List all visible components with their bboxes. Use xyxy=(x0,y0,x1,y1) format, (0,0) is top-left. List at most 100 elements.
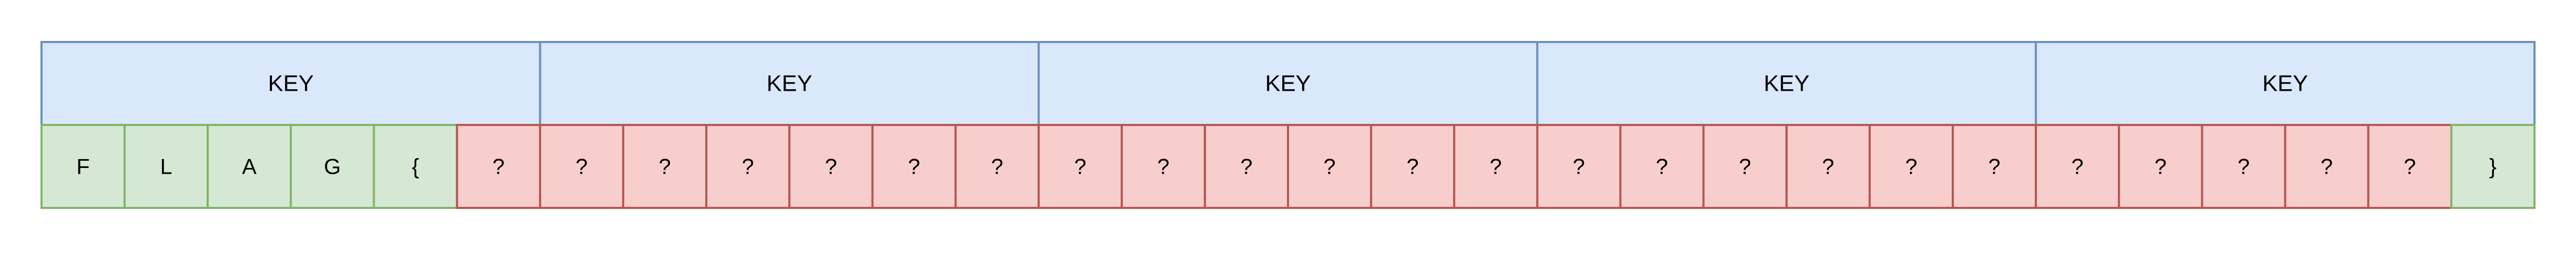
unknown-char-cell: ? xyxy=(1453,124,1539,209)
key-block-box xyxy=(1037,41,1539,126)
char-cell-box xyxy=(1619,124,1705,209)
unknown-char-cell: ? xyxy=(1619,124,1705,209)
char-cell-label: { xyxy=(412,154,419,179)
char-cell-label: ? xyxy=(659,154,670,179)
unknown-char-cell: ? xyxy=(456,124,541,209)
char-cell-box xyxy=(2450,124,2536,209)
char-cell-box xyxy=(1287,124,1373,209)
unknown-char-cell: ? xyxy=(1203,124,1290,209)
known-char-cell: } xyxy=(2450,124,2536,209)
char-cell-label: } xyxy=(2489,154,2497,179)
char-cell-label: ? xyxy=(1157,154,1169,179)
unknown-char-cell: ? xyxy=(1952,124,2037,209)
unknown-char-cell: ? xyxy=(1868,124,1954,209)
unknown-char-cell: ? xyxy=(1785,124,1871,209)
char-cell-label: L xyxy=(160,154,172,179)
char-cell-label: F xyxy=(76,154,90,179)
unknown-char-cell: ? xyxy=(2201,124,2286,209)
key-block-box xyxy=(1536,41,2037,126)
char-cell-label: ? xyxy=(1407,154,1419,179)
char-cell-label: ? xyxy=(576,154,587,179)
key-block: KEY xyxy=(40,41,541,126)
unknown-char-cell: ? xyxy=(1536,124,1622,209)
unknown-char-cell: ? xyxy=(788,124,874,209)
char-cell-box xyxy=(40,124,126,209)
known-char-cell: G xyxy=(290,124,375,209)
key-label: KEY xyxy=(766,71,812,96)
char-cell-box xyxy=(539,124,624,209)
char-cell-label: ? xyxy=(1656,154,1668,179)
unknown-char-cell: ? xyxy=(1120,124,1206,209)
char-cell-label: ? xyxy=(1905,154,1917,179)
unknown-char-cell: ? xyxy=(871,124,957,209)
char-cell-label: ? xyxy=(908,154,920,179)
key-block-box xyxy=(539,41,1040,126)
key-block: KEY xyxy=(2035,41,2536,126)
char-cell-label: ? xyxy=(1240,154,1252,179)
char-cell-box xyxy=(1203,124,1290,209)
char-cell-box xyxy=(871,124,957,209)
char-cell-box xyxy=(2118,124,2203,209)
char-cell-box xyxy=(1370,124,1456,209)
char-cell-label: ? xyxy=(2155,154,2167,179)
key-label: KEY xyxy=(1265,71,1311,96)
char-cell-label: ? xyxy=(2072,154,2084,179)
char-cell-label: ? xyxy=(2321,154,2333,179)
char-cell-box xyxy=(954,124,1040,209)
char-cell-box xyxy=(124,124,209,209)
char-cell-label: ? xyxy=(991,154,1003,179)
key-block: KEY xyxy=(539,41,1040,126)
unknown-char-cell: ? xyxy=(2035,124,2120,209)
unknown-char-cell: ? xyxy=(2118,124,2203,209)
char-cell-label: ? xyxy=(1988,154,2000,179)
char-cell-label: ? xyxy=(2238,154,2250,179)
char-cell-label: A xyxy=(242,154,256,179)
char-cell-box xyxy=(207,124,292,209)
key-block: KEY xyxy=(1037,41,1539,126)
char-cell-box xyxy=(1037,124,1123,209)
key-block: KEY xyxy=(1536,41,2037,126)
char-cell-box xyxy=(705,124,791,209)
char-cell-box xyxy=(1453,124,1539,209)
known-char-cell: F xyxy=(40,124,126,209)
char-cell-box xyxy=(2367,124,2452,209)
known-char-cell: { xyxy=(373,124,458,209)
known-char-cell: A xyxy=(207,124,292,209)
char-cell-box xyxy=(373,124,458,209)
char-cell-label: ? xyxy=(1573,154,1585,179)
unknown-char-cell: ? xyxy=(705,124,791,209)
key-label: KEY xyxy=(1764,71,1810,96)
key-block-box xyxy=(40,41,541,126)
char-cell-box xyxy=(290,124,375,209)
unknown-char-cell: ? xyxy=(1702,124,1788,209)
char-cell-box xyxy=(1868,124,1954,209)
known-char-cell: L xyxy=(124,124,209,209)
unknown-char-cell: ? xyxy=(622,124,708,209)
char-cell-label: ? xyxy=(1739,154,1751,179)
key-row: KEY KEY KEY KEY KEY xyxy=(40,41,2536,126)
char-cell-box xyxy=(1952,124,2037,209)
char-cell-label: ? xyxy=(1822,154,1834,179)
char-cell-label: ? xyxy=(742,154,753,179)
char-cell-label: ? xyxy=(1490,154,1502,179)
key-label: KEY xyxy=(268,71,313,96)
key-label: KEY xyxy=(2263,71,2308,96)
char-cell-label: ? xyxy=(825,154,837,179)
unknown-char-cell: ? xyxy=(1370,124,1456,209)
unknown-char-cell: ? xyxy=(2284,124,2369,209)
char-cell-label: G xyxy=(324,154,341,179)
unknown-char-cell: ? xyxy=(539,124,624,209)
char-cell-label: ? xyxy=(492,154,504,179)
char-cell-box xyxy=(622,124,708,209)
unknown-char-cell: ? xyxy=(2367,124,2452,209)
char-cell-label: ? xyxy=(1323,154,1335,179)
flag-cell-row: F L A G {????????????????????????} xyxy=(40,124,2536,209)
char-cell-label: ? xyxy=(1074,154,1086,179)
char-cell-label: ? xyxy=(2404,154,2416,179)
unknown-char-cell: ? xyxy=(1037,124,1123,209)
unknown-char-cell: ? xyxy=(954,124,1040,209)
char-cell-box xyxy=(1120,124,1206,209)
char-cell-box xyxy=(1785,124,1871,209)
unknown-char-cell: ? xyxy=(1287,124,1373,209)
